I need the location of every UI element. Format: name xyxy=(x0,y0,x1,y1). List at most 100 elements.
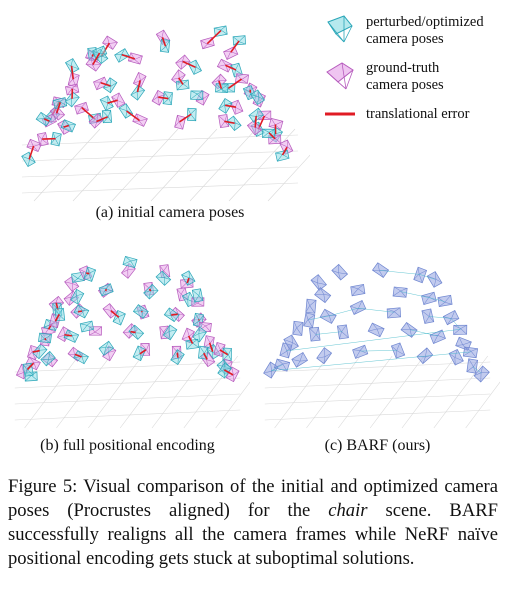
estimated-pose xyxy=(79,320,94,333)
camera-pose xyxy=(283,334,299,352)
background-grid xyxy=(264,355,500,429)
translational-error-line xyxy=(254,115,257,128)
estimated-pose xyxy=(190,90,204,100)
estimated-pose xyxy=(40,350,56,367)
translational-error-line xyxy=(81,106,96,120)
translational-error-line xyxy=(28,145,35,160)
translational-error-line xyxy=(186,277,190,284)
camera-pose xyxy=(437,294,453,308)
legend-error: translational error xyxy=(322,104,502,128)
frustum-edge xyxy=(271,351,471,371)
estimated-pose xyxy=(275,149,290,162)
translational-error-line xyxy=(54,313,60,322)
translational-error-line xyxy=(44,337,47,341)
estimated-pose xyxy=(122,255,138,269)
translational-error-line xyxy=(179,113,192,123)
translational-error-line xyxy=(55,102,62,114)
camera-pose xyxy=(421,308,435,324)
background-grid xyxy=(14,355,250,429)
translational-error-line xyxy=(225,64,237,71)
camera-pose xyxy=(453,324,468,335)
frustum-edge xyxy=(271,364,283,371)
camera-pose xyxy=(392,286,408,298)
pose-plot-a xyxy=(21,25,310,202)
translational-error-line xyxy=(43,118,50,122)
camera-pose xyxy=(386,307,402,319)
camera-pose xyxy=(336,324,349,340)
pose-plot-b xyxy=(14,255,250,429)
translational-error-line xyxy=(223,369,234,376)
estimated-pose xyxy=(50,131,62,147)
estimated-pose xyxy=(187,107,197,122)
pose-plot-c xyxy=(263,262,500,429)
camera-pose xyxy=(349,300,367,315)
camera-pose xyxy=(291,351,309,368)
translational-error-line xyxy=(78,310,83,313)
frustum-edge xyxy=(286,329,461,352)
translational-error-line xyxy=(104,288,108,292)
translational-error-line xyxy=(136,80,141,93)
translational-error-line xyxy=(92,52,101,65)
translational-error-line xyxy=(224,104,237,108)
estimated-pose xyxy=(130,84,146,101)
estimated-pose xyxy=(232,35,246,46)
ground-truth-pose xyxy=(127,52,143,65)
translational-error-line xyxy=(74,353,82,358)
camera-pose xyxy=(400,321,418,338)
translational-error-line xyxy=(86,272,90,275)
estimated-pose xyxy=(38,332,52,344)
translational-error-line xyxy=(96,116,108,123)
ground-truth-pose xyxy=(218,114,230,128)
camera-pose xyxy=(303,312,316,329)
ground-truth-camera-icon xyxy=(326,62,354,90)
camera-pose xyxy=(426,271,443,288)
translational-error-line xyxy=(130,330,136,334)
frustum-edge xyxy=(328,308,359,317)
translational-error-line xyxy=(126,110,140,122)
camera-pose xyxy=(429,329,446,345)
camera-pose xyxy=(350,284,366,297)
camera-pose xyxy=(442,309,460,326)
camera-pose xyxy=(390,342,406,359)
panel-c-barf xyxy=(255,232,500,432)
red-line-icon xyxy=(325,112,355,116)
translational-error-line xyxy=(26,362,35,371)
translational-error-line xyxy=(139,349,147,355)
ground-truth-pose xyxy=(111,92,126,108)
ground-truth-pose xyxy=(229,99,244,115)
legend-perturbed-line2: camera poses xyxy=(366,31,444,47)
translational-error-line xyxy=(91,53,95,57)
translational-error-line xyxy=(171,313,178,316)
ground-truth-pose xyxy=(132,113,148,127)
translational-error-line xyxy=(64,333,72,337)
camera-pose xyxy=(331,263,349,281)
legend-gt-line1: ground-truth xyxy=(366,60,440,76)
translational-error-line xyxy=(268,132,276,140)
panel-c-label: (c) BARF (ours) xyxy=(324,437,431,454)
legend-ground-truth: ground-truth camera poses xyxy=(322,58,502,104)
translational-error-line xyxy=(206,29,222,45)
panel-b-label: (b) full positional encoding xyxy=(40,437,215,454)
camera-pose xyxy=(462,346,479,359)
translational-error-line xyxy=(32,349,40,353)
translational-error-line xyxy=(140,310,143,313)
ground-truth-pose xyxy=(171,69,186,86)
camera-pose xyxy=(466,358,479,374)
estimated-pose xyxy=(21,151,36,168)
camera-pose xyxy=(292,320,304,336)
translational-error-line xyxy=(203,352,208,360)
estimated-pose xyxy=(35,111,52,127)
estimated-pose xyxy=(230,62,243,78)
frustum-edge xyxy=(357,308,395,313)
translational-error-line xyxy=(158,96,169,100)
camera-pose xyxy=(371,262,390,278)
frustum-edge xyxy=(472,366,482,374)
estimated-pose xyxy=(71,271,85,283)
caption-part2: scene. BARF successfully realigns all th… xyxy=(8,500,498,569)
camera-pose xyxy=(316,347,333,365)
ground-truth-pose xyxy=(102,35,118,50)
translational-error-line xyxy=(70,65,75,80)
translational-error-line xyxy=(182,60,196,69)
caption-part1: Visual comparison of the initial and opt… xyxy=(8,476,498,521)
translational-error-line xyxy=(208,342,214,352)
